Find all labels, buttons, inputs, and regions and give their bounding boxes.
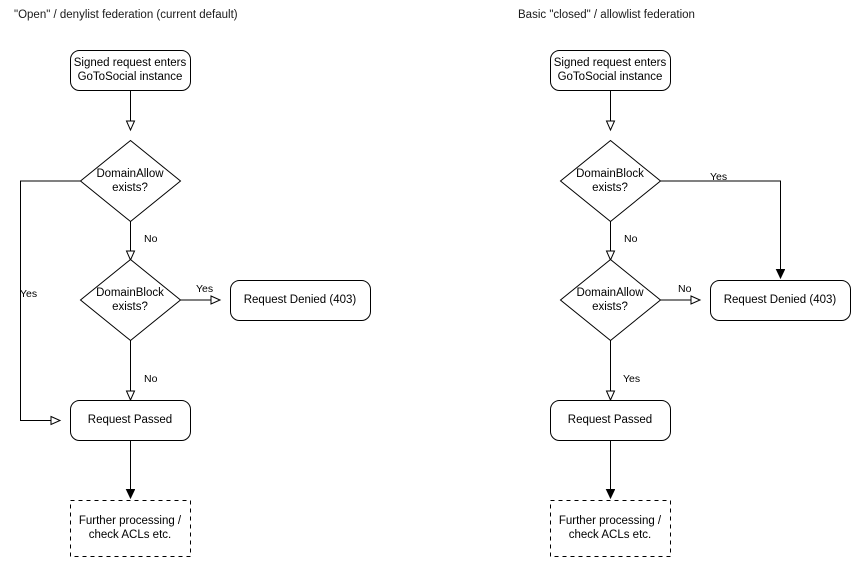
left-edge-label-block-no: No (144, 373, 158, 385)
left-edge-label-block-yes: Yes (196, 283, 214, 295)
right-denied-node (710, 280, 851, 321)
left-edge-label-allow-no: No (144, 233, 158, 245)
right-edge-label-allow-yes: Yes (623, 373, 641, 385)
diagram-right (550, 50, 851, 557)
left-passed-node (70, 400, 191, 441)
right-edge-label-block-yes: Yes (710, 171, 728, 183)
left-start-node (70, 50, 191, 91)
right-decision-domainallow (559, 258, 662, 342)
right-further-node (550, 500, 671, 557)
right-passed-node (550, 400, 671, 441)
left-denied-node (230, 280, 371, 321)
left-edge-label-allow-yes: Yes (20, 288, 38, 300)
left-decision-domainblock (79, 258, 182, 342)
left-decision-domainallow (79, 139, 182, 223)
diagram-left (20, 50, 371, 557)
right-decision-domainblock (559, 139, 662, 223)
right-diagram-title: Basic "closed" / allowlist federation (518, 9, 695, 21)
right-start-node (550, 50, 671, 91)
left-diagram-title: "Open" / denylist federation (current de… (14, 9, 238, 21)
right-edge-label-allow-no: No (678, 283, 692, 295)
left-edge-allow-yes (20, 180, 81, 426)
left-further-node (70, 500, 191, 557)
right-edge-label-block-no: No (624, 233, 638, 245)
right-edge-block-yes (660, 180, 781, 278)
